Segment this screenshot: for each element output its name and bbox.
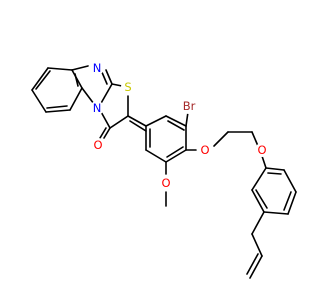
atom-label-n-ring: N [90, 101, 104, 115]
atom-label-o-ether2: O [255, 143, 269, 157]
atom-label-n-imine: N [90, 61, 104, 75]
molecular-structure-diagram: N S N O Br O O O [31, 61, 297, 279]
atom-label-o-ether1: O [198, 143, 212, 157]
atom-label-text: N [93, 61, 102, 75]
atom-label-text: O [200, 143, 209, 157]
atom-label-br: Br [181, 98, 197, 114]
atom-label-text: N [93, 101, 102, 115]
atom-label-text: O [93, 138, 102, 152]
atom-label-text: S [124, 80, 131, 94]
atom-label-text: Br [183, 99, 196, 113]
atom-label-text: O [257, 143, 266, 157]
bond-lines [31, 65, 297, 279]
atom-label-o-ketone: O [91, 138, 105, 152]
atom-label-o-methoxy: O [159, 176, 173, 190]
atom-label-text: O [161, 176, 170, 190]
atom-label-s: S [121, 80, 135, 94]
